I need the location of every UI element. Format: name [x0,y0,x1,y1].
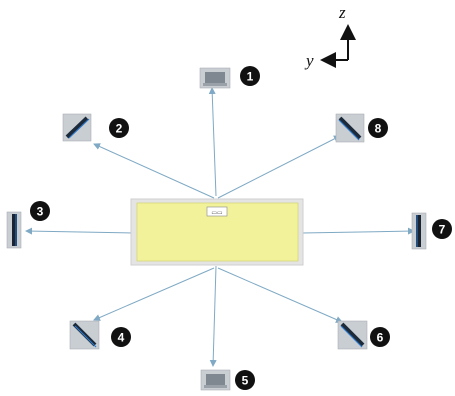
arrow-7 [301,227,415,235]
badge-3-label: 3 [37,205,44,219]
center-object: ▭▭ [130,198,304,266]
device-tilted-view-icon [62,113,92,142]
device-edge-view-icon [411,212,427,250]
arrow-5 [209,265,217,367]
badge-1-label: 1 [247,70,254,84]
badge-8: 8 [368,118,388,138]
device-edge-view-icon [6,211,22,249]
view-icons [6,67,427,391]
arrow-3 [25,227,135,235]
arrow-2 [93,143,215,199]
device-front-view-icon [200,369,231,391]
arrow-8 [217,135,341,199]
device-tilted-view-icon [335,113,365,143]
badge-6: 6 [370,327,390,347]
badge-4: 4 [111,327,131,347]
device-tilted-view-icon [69,320,100,350]
badge-5-label: 5 [242,374,249,388]
badge-1: 1 [240,66,260,86]
center-object-tag [206,206,228,217]
y-axis-label: y [304,51,314,70]
badge-7-label: 7 [439,223,446,237]
view-arrows [25,87,415,367]
badge-2-label: 2 [116,122,123,136]
device-front-view-icon [199,67,231,89]
device-tilted-view-icon [337,320,368,350]
badge-4-label: 4 [118,331,125,345]
arrow-1 [208,87,217,197]
badge-5: 5 [235,370,255,390]
number-badges: 1 2 3 4 5 6 7 8 [30,66,452,390]
badge-2: 2 [109,118,129,138]
arrow-4 [93,267,215,321]
badge-3: 3 [30,201,50,221]
badge-6-label: 6 [377,331,384,345]
center-object-tag-label: ▭▭ [211,210,222,217]
badge-8-label: 8 [375,122,382,136]
z-axis-label: z [338,3,346,22]
badge-7: 7 [432,219,452,239]
arrow-6 [217,267,343,323]
axis-triad: z y [304,3,356,70]
